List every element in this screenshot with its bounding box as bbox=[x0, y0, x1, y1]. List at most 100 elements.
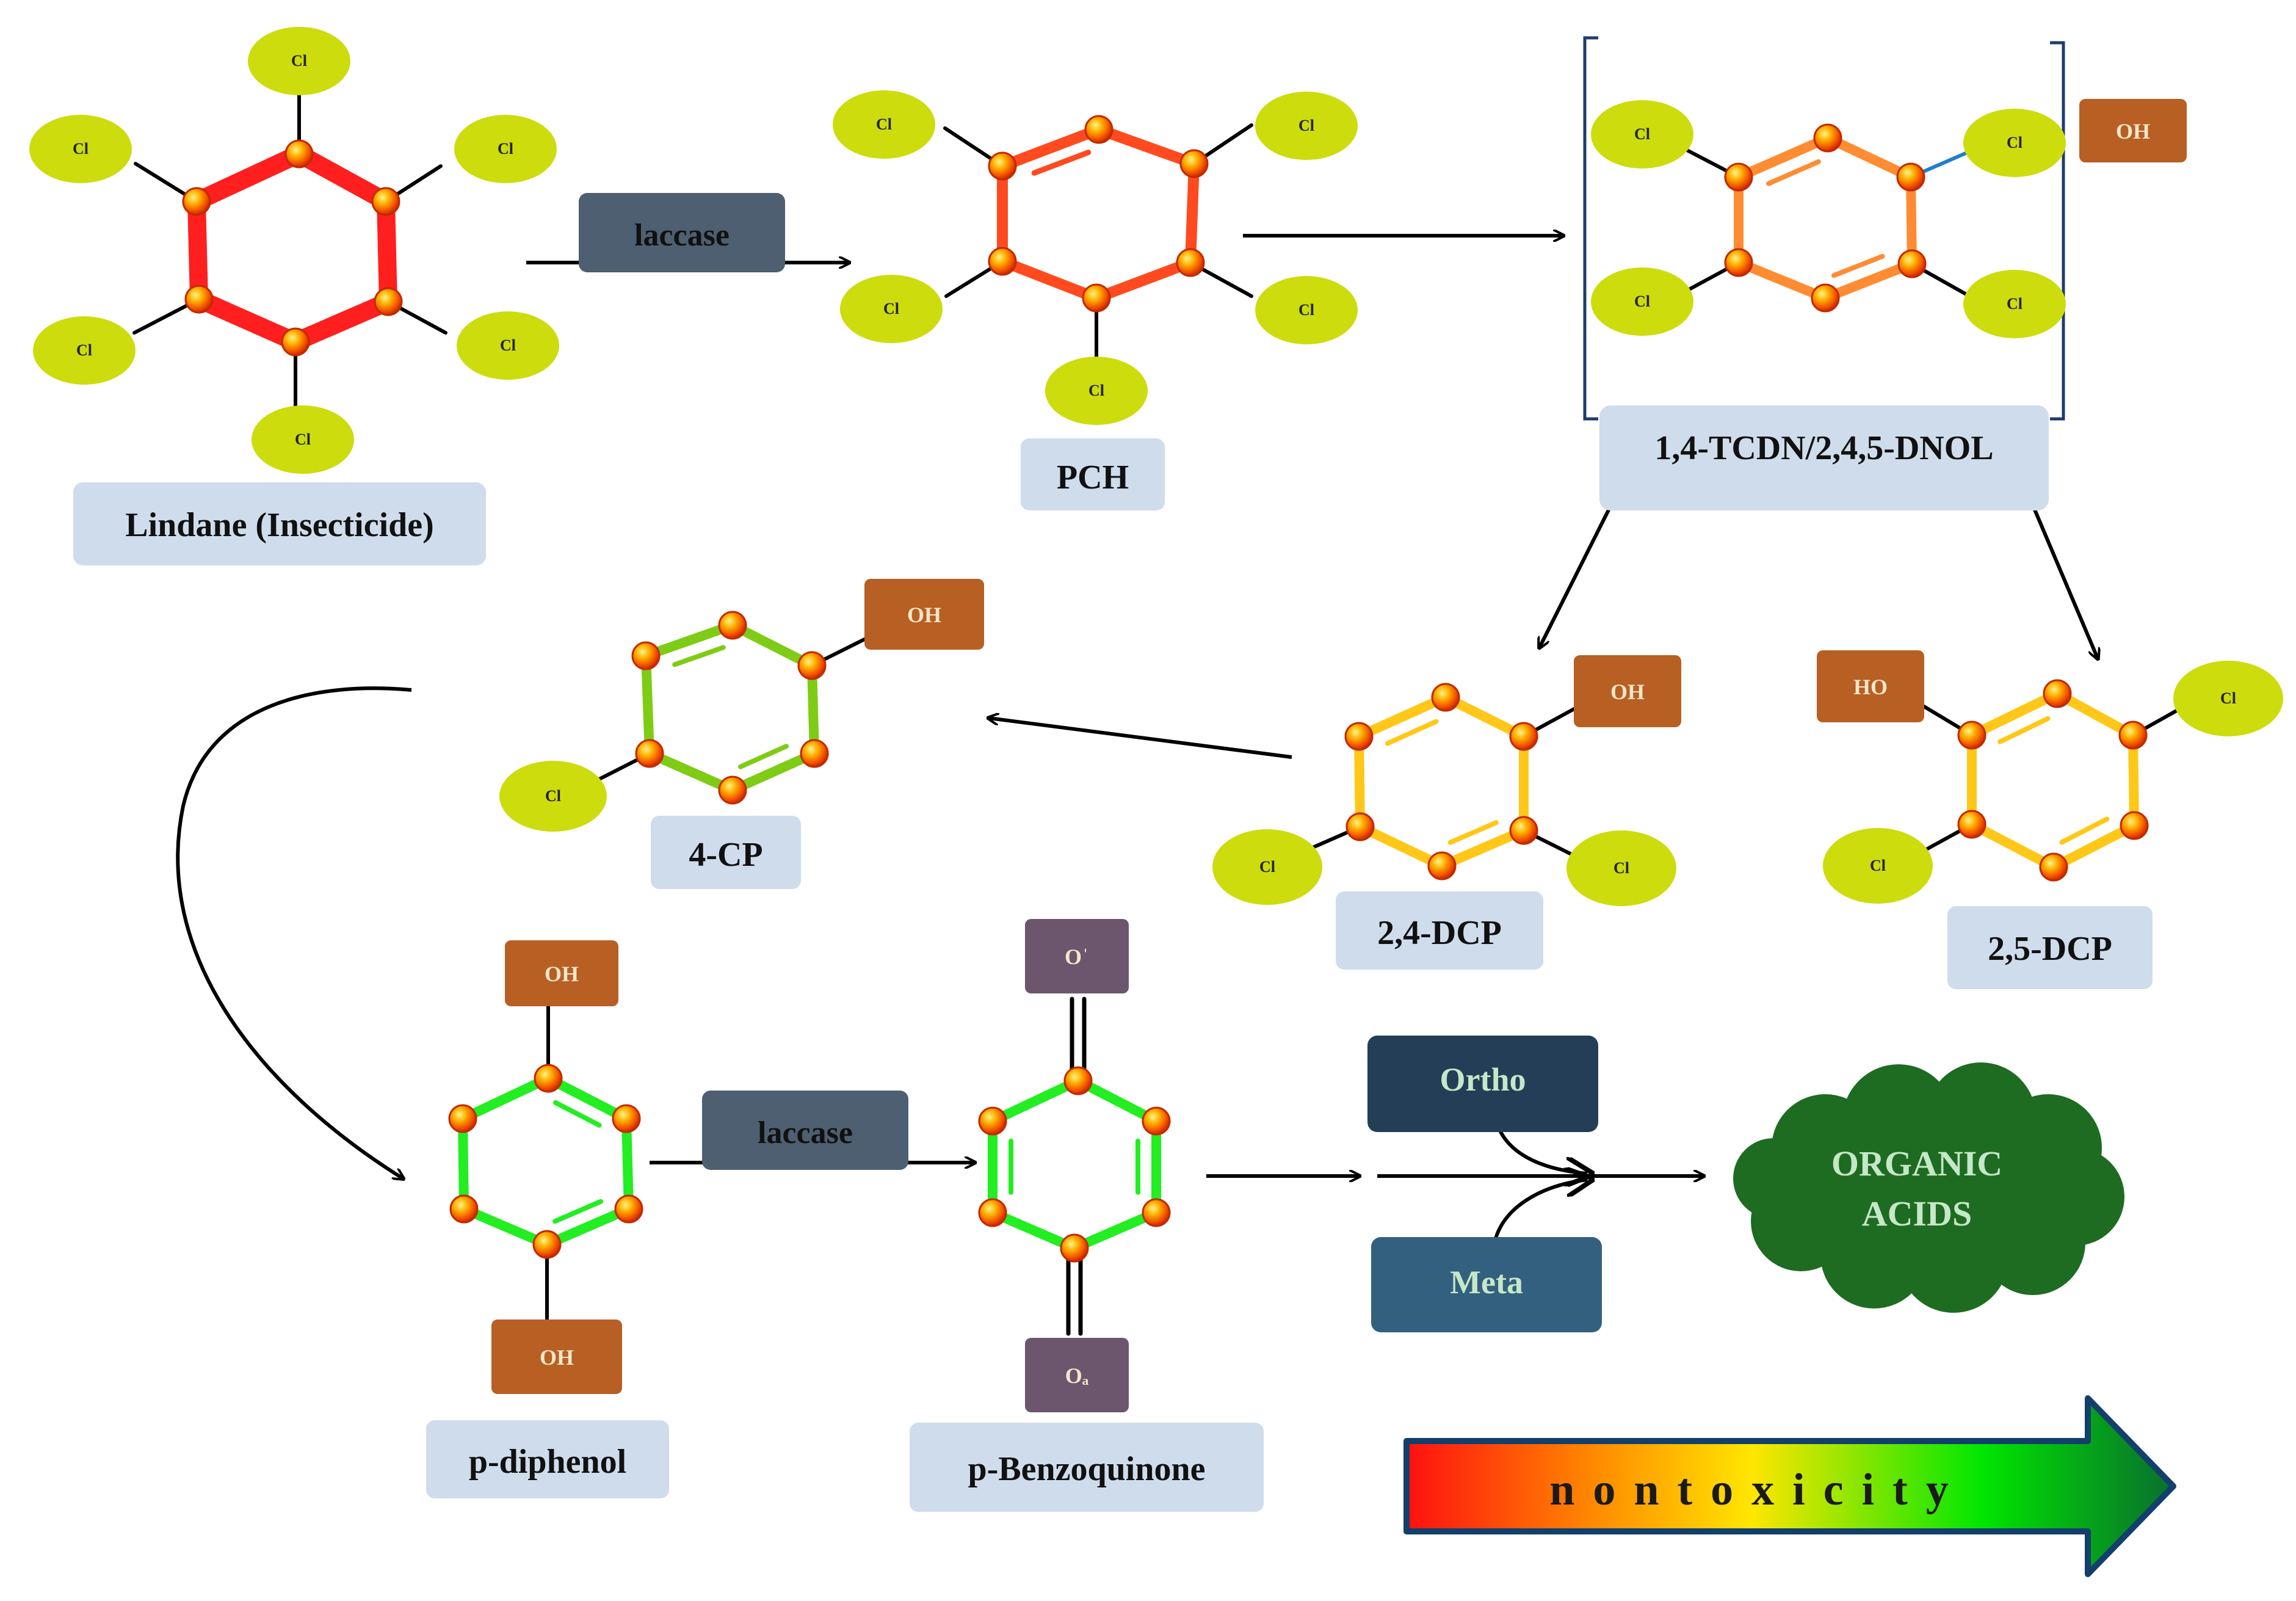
cl-substituent: Cl bbox=[1823, 828, 1933, 904]
carbon-atom bbox=[184, 285, 214, 314]
lindane-label: Lindane (Insecticide) bbox=[125, 506, 434, 544]
ring-bond bbox=[1906, 172, 1917, 269]
carbon-atom bbox=[1957, 721, 1986, 750]
carbon-atom bbox=[1896, 162, 1925, 192]
ring-bond bbox=[645, 749, 737, 795]
oh-substituent-label: OH bbox=[545, 962, 579, 986]
carbon-atom bbox=[978, 1198, 1007, 1227]
carbon-atom bbox=[612, 1104, 641, 1133]
carbon-atom bbox=[1957, 810, 1986, 839]
carbon-atom bbox=[1063, 1066, 1093, 1095]
ring-bond bbox=[377, 192, 397, 311]
carbon-atom bbox=[631, 641, 661, 670]
tcdn-dnol-label-box bbox=[1599, 405, 2049, 510]
cl-substituent: Cl bbox=[2173, 661, 2283, 736]
carbon-atom bbox=[1345, 812, 1375, 841]
bracket-left bbox=[1583, 36, 1598, 421]
double-bond bbox=[672, 645, 726, 667]
carbon-atom bbox=[718, 611, 747, 640]
cl-label: Cl bbox=[1634, 292, 1650, 310]
p-benzoquinone-label-box bbox=[910, 1423, 1264, 1512]
cl-label: Cl bbox=[1259, 858, 1275, 876]
ho-substituent-box bbox=[1817, 650, 1924, 722]
carbon-atom bbox=[718, 775, 747, 805]
cl-substituent: Cl bbox=[1963, 270, 2066, 338]
cl-ellipse bbox=[499, 761, 607, 832]
carbon-atom bbox=[1811, 283, 1840, 313]
cl-label: Cl bbox=[2007, 134, 2023, 151]
cl-ellipse bbox=[840, 275, 943, 343]
ortho-label: Ortho bbox=[1440, 1061, 1526, 1098]
ring-bond bbox=[290, 145, 395, 211]
carbon-atom bbox=[1142, 1106, 1171, 1136]
cl-ellipse bbox=[1045, 357, 1148, 425]
carbon-atom bbox=[1082, 283, 1111, 313]
arrow-4cp-to-diphenol bbox=[176, 686, 412, 1178]
cl-label: Cl bbox=[1298, 301, 1314, 319]
cl-ellipse bbox=[1255, 276, 1358, 344]
cl-ellipse bbox=[252, 405, 354, 474]
dcp24-label-box bbox=[1336, 891, 1543, 970]
oh-substituent: OH bbox=[491, 1320, 622, 1394]
cl-substituent: Cl bbox=[499, 761, 607, 832]
ring-bond bbox=[728, 620, 817, 670]
cl-ellipse bbox=[457, 311, 559, 380]
carbon-atom bbox=[1813, 123, 1842, 153]
carbon-atom bbox=[2120, 811, 2149, 840]
double-bond bbox=[2059, 816, 2110, 845]
laccase-label-1: laccase bbox=[634, 218, 730, 253]
meta-label: Meta bbox=[1450, 1264, 1523, 1301]
ring-bond bbox=[641, 651, 654, 758]
cl-ellipse bbox=[833, 90, 935, 159]
cp4-label-box bbox=[651, 816, 801, 889]
double-bond bbox=[1031, 150, 1092, 176]
ring-bond bbox=[1967, 819, 2059, 872]
carbon-atom bbox=[1060, 1233, 1089, 1263]
carbon-atom bbox=[182, 187, 211, 216]
cl-ellipse bbox=[1566, 830, 1676, 906]
carbon-atom bbox=[1084, 115, 1114, 144]
double-bond bbox=[553, 1100, 602, 1128]
cl-label: Cl bbox=[295, 430, 311, 448]
carbon-atom bbox=[1176, 248, 1205, 277]
ring-bond bbox=[1734, 258, 1830, 303]
oh-substituent: OH bbox=[1574, 655, 1681, 727]
carbon-atom bbox=[1179, 149, 1209, 178]
cl-label: Cl bbox=[1088, 382, 1104, 399]
compound-labels: Lindane (Insecticide) PCH 1,4-TCDN/2,4,5… bbox=[73, 405, 2153, 1512]
dcp25-label: 2,5-DCP bbox=[1988, 930, 2112, 968]
cl-label: Cl bbox=[291, 52, 307, 70]
ring-bond bbox=[2049, 821, 2139, 872]
cl-label: Cl bbox=[500, 336, 516, 354]
p-benzoquinone-label: p-Benzoquinone bbox=[968, 1450, 1206, 1488]
o-substituent-top-label: Oˈ bbox=[1065, 945, 1089, 969]
ring-bond bbox=[641, 620, 737, 661]
nontoxicity-arrow: nontoxicity bbox=[1403, 1395, 2176, 1577]
cl-substituent: Cl bbox=[457, 311, 559, 380]
oh-substituent-label: OH bbox=[907, 603, 941, 627]
cl-substituent: Cl bbox=[833, 90, 935, 159]
ring-bond bbox=[1091, 257, 1196, 303]
carbon-atom bbox=[988, 151, 1017, 181]
cl-ellipse bbox=[2173, 661, 2283, 736]
cl-substituent: Cl bbox=[33, 316, 136, 385]
p-diphenol-label-box bbox=[426, 1420, 669, 1498]
ring-bond bbox=[1093, 124, 1200, 169]
ho-substituent-label: HO bbox=[1853, 675, 1888, 699]
oh-substituent: OH bbox=[864, 579, 984, 650]
double-bond bbox=[1447, 820, 1499, 845]
pch-label-box bbox=[1021, 438, 1165, 510]
ring-bond bbox=[1185, 158, 1200, 268]
ring-bond bbox=[1070, 1208, 1161, 1253]
double-bond bbox=[1997, 716, 2051, 744]
cl-label: Cl bbox=[76, 341, 92, 359]
carbon-atom bbox=[374, 287, 403, 316]
ho-substituent: HO bbox=[1817, 650, 1924, 722]
p-diphenol-label: p-diphenol bbox=[469, 1443, 626, 1481]
carbon-atom bbox=[1431, 683, 1460, 712]
oh-substituent-box bbox=[1574, 655, 1681, 727]
ring-bond bbox=[621, 1114, 634, 1214]
ring-bond bbox=[286, 292, 397, 351]
carbon-atom bbox=[2043, 679, 2072, 708]
laccase-box-2 bbox=[702, 1091, 908, 1170]
